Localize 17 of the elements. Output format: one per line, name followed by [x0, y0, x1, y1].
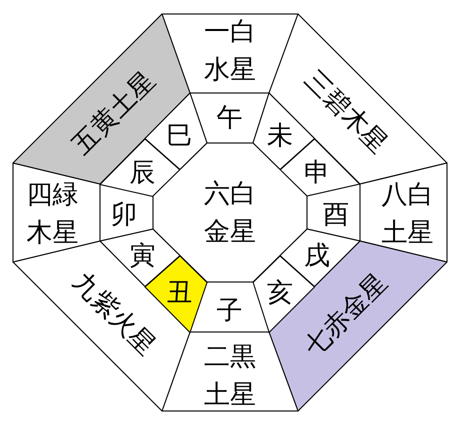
- segment-label: 子: [216, 296, 243, 326]
- segment-label: 申: [304, 158, 330, 188]
- segment-label: 巳: [166, 121, 192, 152]
- segment-label: 五黄土星: [66, 65, 162, 160]
- segment-label: 辰: [130, 158, 156, 188]
- segment-label: 酉: [322, 200, 349, 230]
- segment-label: 一白水星: [202, 16, 257, 87]
- segment-label: 八白土星: [380, 178, 434, 250]
- segment-label: 三碧木星: [298, 65, 394, 160]
- segment-label: 亥: [267, 278, 294, 308]
- segment-label: 丑: [166, 278, 192, 308]
- segment-label: 未: [267, 121, 294, 152]
- segment-label: 午: [216, 102, 243, 133]
- center-label: 六白金星: [203, 178, 257, 248]
- segment-label: 二黒土星: [202, 340, 257, 412]
- segment-label: 卯: [111, 200, 138, 230]
- segment-label: 四緑木星: [26, 178, 80, 250]
